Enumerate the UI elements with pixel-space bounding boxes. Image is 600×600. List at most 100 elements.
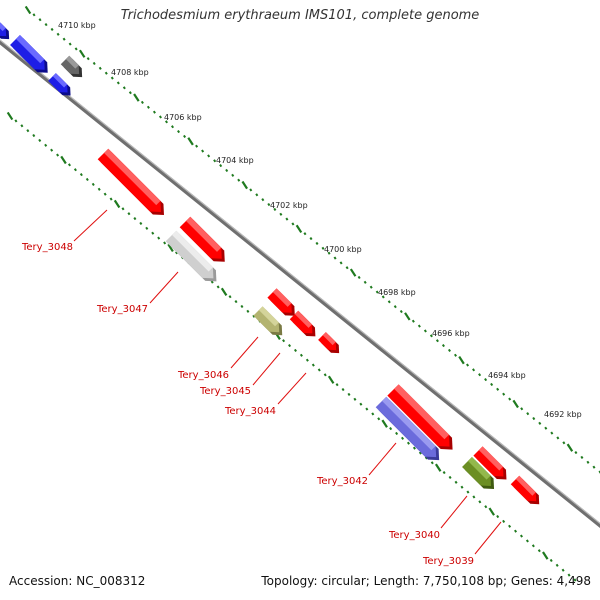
scale-tick bbox=[237, 178, 241, 182]
scale-tick bbox=[349, 268, 357, 277]
scale-tick bbox=[562, 441, 566, 445]
gene-arrow[interactable] bbox=[179, 216, 225, 262]
scale-tick bbox=[549, 558, 553, 563]
scale-tick bbox=[375, 290, 379, 294]
gene-label[interactable]: Tery_3045 bbox=[199, 386, 251, 397]
scale-tick bbox=[171, 125, 175, 129]
scale-tick bbox=[580, 455, 584, 459]
scale-label: 4708 kbp bbox=[111, 68, 149, 77]
scale-tick bbox=[152, 110, 156, 114]
gene-arrow[interactable] bbox=[48, 73, 71, 96]
gene-arrow[interactable] bbox=[473, 446, 507, 480]
scale-tick bbox=[574, 450, 578, 455]
gene-arrow[interactable] bbox=[318, 332, 340, 354]
scale-tick bbox=[195, 144, 199, 148]
gene-arrow[interactable] bbox=[267, 288, 295, 316]
scale-tick bbox=[555, 563, 559, 567]
scale-tick bbox=[231, 173, 235, 177]
scale-tick bbox=[566, 443, 574, 452]
scale-tick bbox=[6, 111, 14, 121]
scale-tick bbox=[484, 505, 488, 509]
scale-tick bbox=[56, 153, 60, 157]
gene-label[interactable]: Tery_3039 bbox=[422, 556, 474, 567]
scale-tick bbox=[201, 149, 205, 153]
scale-tick bbox=[484, 378, 488, 382]
scale-tick bbox=[56, 32, 60, 36]
scale-tick bbox=[460, 485, 464, 489]
scale-tick bbox=[26, 129, 30, 133]
scale-tick bbox=[393, 305, 397, 309]
scale-tick bbox=[327, 375, 335, 384]
scale-tick bbox=[78, 49, 86, 58]
scale-tick bbox=[128, 91, 132, 95]
gene-arrow-body bbox=[10, 35, 45, 70]
scale-tick bbox=[32, 13, 36, 17]
scale-tick bbox=[573, 578, 577, 582]
gene-label[interactable]: Tery_3046 bbox=[177, 370, 229, 381]
scale-tick bbox=[502, 519, 506, 523]
scale-tick bbox=[127, 212, 131, 216]
gene-arrow-body bbox=[97, 148, 161, 212]
scale-tick bbox=[97, 187, 101, 191]
scale-tick bbox=[502, 392, 506, 396]
scale-label: 4702 kbp bbox=[270, 201, 308, 210]
scale-tick bbox=[213, 159, 217, 163]
gene-label-leader bbox=[440, 495, 468, 529]
gene-arrow-highlight bbox=[15, 35, 45, 64]
outer-scale-ticks bbox=[24, 5, 600, 474]
scale-tick bbox=[404, 312, 411, 321]
scale-tick bbox=[389, 427, 393, 431]
scale-label: 4704 kbp bbox=[216, 156, 254, 165]
scale-tick bbox=[381, 295, 385, 299]
gene-label[interactable]: Tery_3044 bbox=[224, 406, 276, 417]
gene-arrow-highlight bbox=[294, 310, 312, 328]
gene-label[interactable]: Tery_3040 bbox=[388, 530, 440, 541]
scale-tick bbox=[311, 363, 315, 367]
gene-label-leader bbox=[252, 352, 281, 386]
gene-arrow[interactable] bbox=[462, 457, 495, 490]
scale-tick bbox=[454, 480, 458, 484]
scale-tick bbox=[363, 280, 367, 284]
scale-tick bbox=[353, 397, 357, 401]
scale-tick bbox=[544, 426, 548, 430]
gene-arrow-highlight bbox=[258, 306, 279, 327]
backbone-highlight bbox=[0, 39, 600, 525]
scale-tick bbox=[531, 544, 535, 548]
scale-tick bbox=[417, 324, 421, 328]
scale-tick bbox=[586, 460, 590, 464]
gene-arrow[interactable] bbox=[165, 230, 217, 282]
scale-tick bbox=[44, 23, 48, 27]
gene-arrow[interactable] bbox=[253, 306, 283, 336]
scale-tick bbox=[67, 163, 71, 167]
scale-tick bbox=[249, 188, 253, 192]
scale-label: 4698 kbp bbox=[378, 288, 416, 297]
scale-tick bbox=[225, 168, 229, 173]
genome-backbone bbox=[0, 39, 600, 528]
scale-tick bbox=[472, 495, 476, 499]
gene-arrow[interactable] bbox=[97, 148, 164, 215]
gene-arrow-body bbox=[387, 384, 450, 447]
gene-arrow[interactable] bbox=[387, 384, 453, 450]
gene-label[interactable]: Tery_3042 bbox=[316, 476, 368, 487]
gene-label[interactable]: Tery_3047 bbox=[96, 304, 148, 315]
gene-arrow[interactable] bbox=[0, 18, 10, 40]
scale-tick bbox=[220, 287, 228, 296]
scale-tick bbox=[246, 309, 250, 313]
scale-tick bbox=[167, 243, 174, 253]
gene-arrow[interactable] bbox=[510, 475, 540, 505]
scale-tick bbox=[429, 334, 433, 338]
scale-tick bbox=[345, 266, 349, 270]
gene-arrow[interactable] bbox=[10, 35, 48, 73]
gene-arrow[interactable] bbox=[375, 396, 440, 461]
scale-tick bbox=[399, 309, 403, 314]
scale-tick bbox=[369, 285, 373, 289]
gene-arrow[interactable] bbox=[289, 310, 316, 337]
scale-tick bbox=[453, 353, 457, 357]
scale-tick bbox=[423, 329, 427, 333]
gene-arrow[interactable] bbox=[60, 55, 83, 78]
scale-tick bbox=[163, 241, 167, 245]
gene-label[interactable]: Tery_3048 bbox=[21, 242, 73, 253]
